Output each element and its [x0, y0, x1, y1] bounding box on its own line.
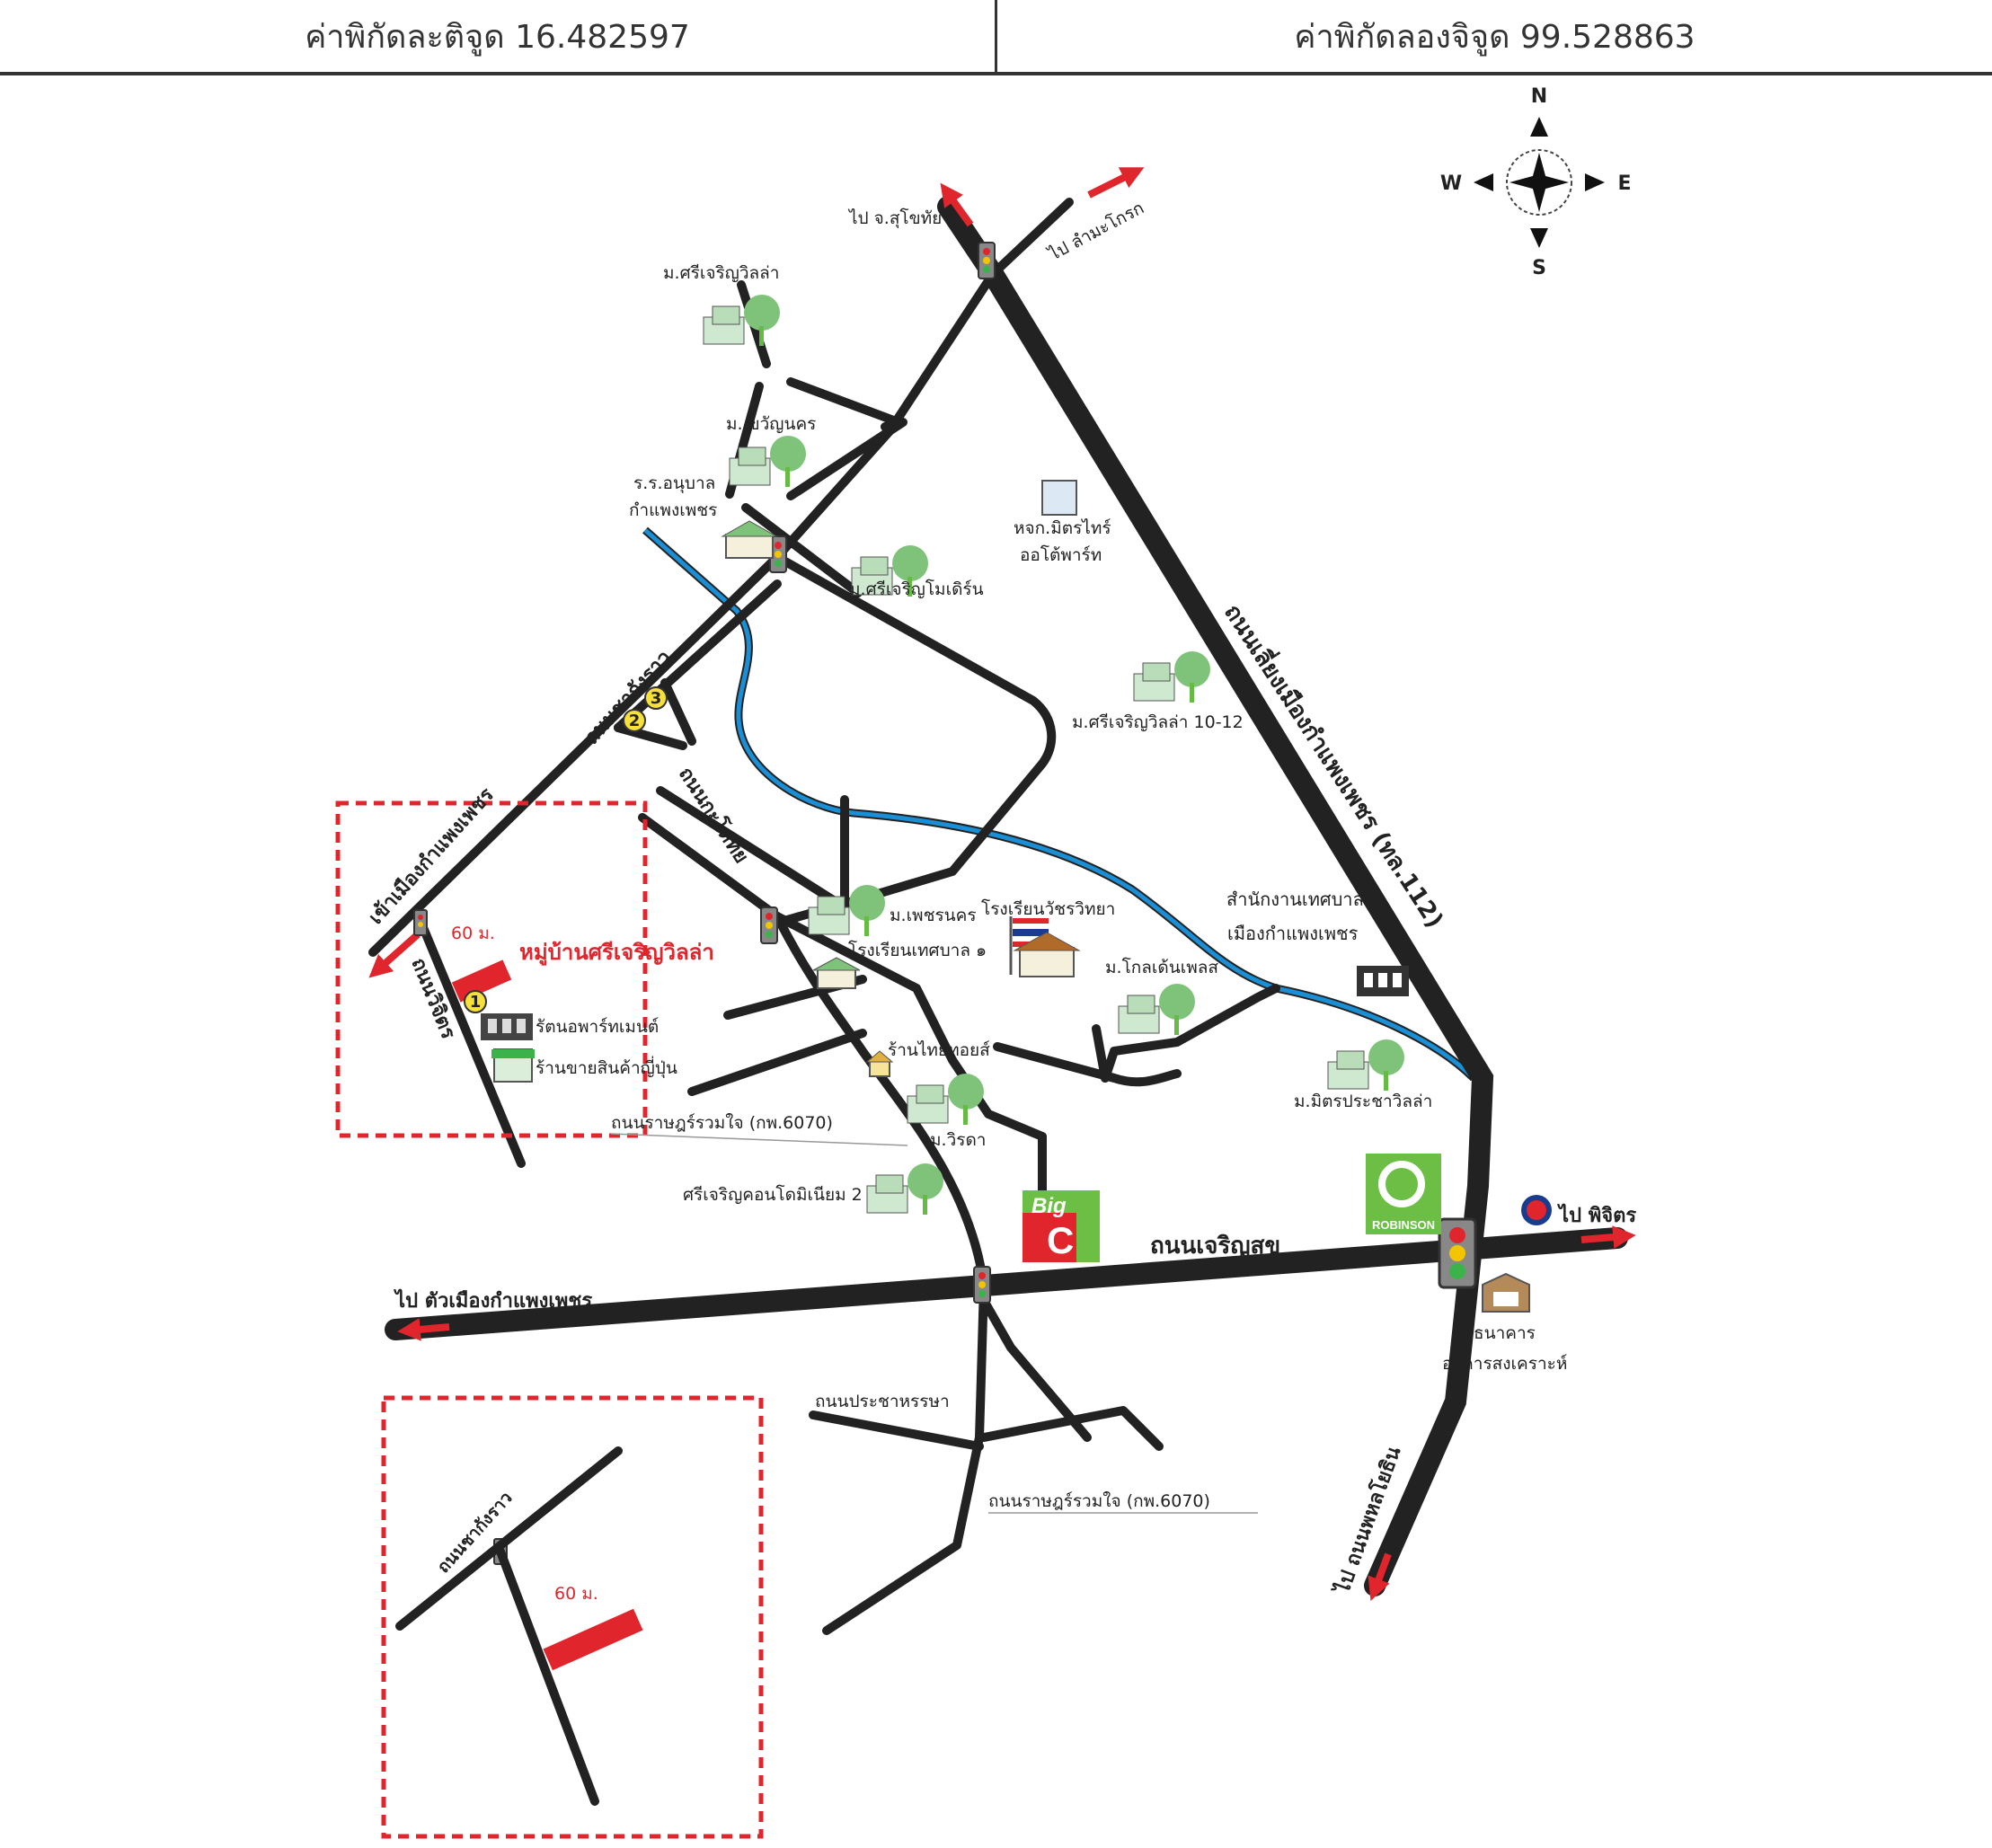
label-mitr-pracha: ม.มิตรประชาวิลล่า	[1294, 1092, 1432, 1111]
school-icon	[812, 957, 861, 989]
marker-1: 1	[470, 993, 482, 1012]
compass-n: N	[1531, 85, 1547, 108]
direction-arrows	[368, 167, 1636, 1601]
inset-map	[395, 1446, 623, 1806]
label-to-city-west: ไป ตัวเมืองกำแพงเพชร	[394, 1288, 592, 1313]
big-c-text-1: Big	[1031, 1194, 1067, 1218]
label-wirada: ม.วิรดา	[930, 1130, 986, 1150]
label-municipal-school: โรงเรียนเทศบาล ๑	[848, 940, 987, 960]
label-watchara-school: โรงเรียนวัชรวิทยา	[981, 898, 1115, 919]
compass-rose-icon: N S E W	[1440, 85, 1632, 279]
label-to-phichit: ไป พิจิตร	[1557, 1203, 1636, 1227]
car-dealer-icon	[1041, 480, 1077, 516]
building-icons	[481, 480, 1530, 1313]
longitude-label: ค่าพิกัดลองจิจูด 99.528863	[995, 0, 1992, 72]
label-sricharoen-modern: ม.ศรีเจริญโมเดิร์น	[849, 579, 984, 599]
marker-2: 2	[629, 712, 641, 730]
location-map: N S E W	[335, 85, 1636, 1839]
label-kindergarten-2: กำแพงเพชร	[629, 500, 717, 520]
marker-3: 3	[651, 689, 662, 708]
inset-plot-marker	[543, 1608, 643, 1671]
robinson-logo: ROBINSON	[1366, 1154, 1441, 1234]
label-japan-shop: ร้านขายสินค้าญี่ปุ่น	[536, 1056, 677, 1079]
label-condo: ศรีเจริญคอนโดมิเนียม 2	[683, 1184, 863, 1205]
label-kindergarten-1: ร.ร.อนุบาล	[633, 473, 715, 494]
school-icon	[721, 520, 778, 559]
apartment-icon	[481, 1013, 533, 1040]
label-ratruamjai-2: ถนนราษฎร์รวมใจ (กพ.6070)	[988, 1491, 1210, 1511]
location-markers: 3 2 1	[464, 686, 668, 1013]
housing-estate-icons	[703, 295, 1404, 1215]
municipal-office-icon	[1357, 966, 1409, 996]
label-mitrthai-2: ออโต้พาร์ท	[1020, 544, 1102, 565]
label-to-city: เข้าเมืองกำแพงเพชร	[365, 783, 499, 929]
label-bank-1: ธนาคาร	[1474, 1323, 1536, 1343]
label-ratruamjai-1: ถนนราษฎร์รวมใจ (กพ.6070)	[611, 1113, 833, 1133]
label-to-sukhothai: ไป จ.สุโขทัย	[847, 208, 942, 229]
label-charoensuk-road: ถนนเจริญสุข	[1150, 1233, 1280, 1260]
toy-shop-icon	[865, 1050, 894, 1077]
label-thai-thoy: ร้านไทยทอยส์	[888, 1040, 990, 1060]
label-pracha-road: ถนนประชาหรรษา	[815, 1392, 950, 1411]
big-c-logo: Big C	[1023, 1190, 1100, 1262]
latitude-label: ค่าพิกัดละติจูด 16.482597	[305, 18, 690, 56]
coordinate-header: ค่าพิกัดละติจูด 16.482597 ค่าพิกัดลองจิจ…	[0, 0, 1992, 75]
compass-w: W	[1440, 172, 1462, 195]
label-bypass-road: ถนนเลี่ยงเมืองกำแพงเพชร (ทล.112)	[1218, 597, 1452, 933]
label-municipal-office-1: สำนักงานเทศบาล	[1226, 889, 1364, 910]
fuel-station-icon	[1521, 1195, 1552, 1225]
label-municipal-office-2: เมืองกำแพงเพชร	[1227, 923, 1359, 944]
label-60m-top: 60 ม.	[451, 924, 495, 943]
label-bank-2: อาคารสงเคราะห์	[1442, 1354, 1567, 1374]
zoom-box-top	[335, 800, 648, 1138]
label-60m-bottom: 60 ม.	[554, 1584, 598, 1604]
label-sricharoen-villa: ม.ศรีเจริญวิลล่า	[663, 263, 779, 283]
label-golden-place: ม.โกลเด้นเพลส	[1105, 957, 1218, 977]
village-plot-marker	[451, 959, 512, 1003]
robinson-text: ROBINSON	[1372, 1218, 1435, 1232]
big-c-text-2: C	[1047, 1219, 1074, 1261]
label-village-name: หมู่บ้านศรีเจริญวิลล่า	[519, 940, 714, 966]
bank-icon	[1482, 1272, 1530, 1313]
zoom-box-bottom	[381, 1395, 764, 1839]
label-phetnakorn: ม.เพชรนคร	[890, 906, 977, 925]
school-icon	[1013, 932, 1081, 977]
shop-icon	[491, 1048, 535, 1083]
compass-s: S	[1532, 257, 1546, 279]
traffic-light-icons	[413, 242, 1477, 1565]
compass-e: E	[1617, 172, 1631, 195]
label-villa-1012: ม.ศรีเจริญวิลล่า 10-12	[1072, 712, 1244, 732]
label-kwannakorn: ม. ขวัญนคร	[726, 414, 816, 434]
label-apartment: รัตนอพาร์ทเมนต์	[536, 1017, 659, 1037]
label-mitrthai-1: หจก.มิตรไทร์	[1014, 518, 1111, 538]
